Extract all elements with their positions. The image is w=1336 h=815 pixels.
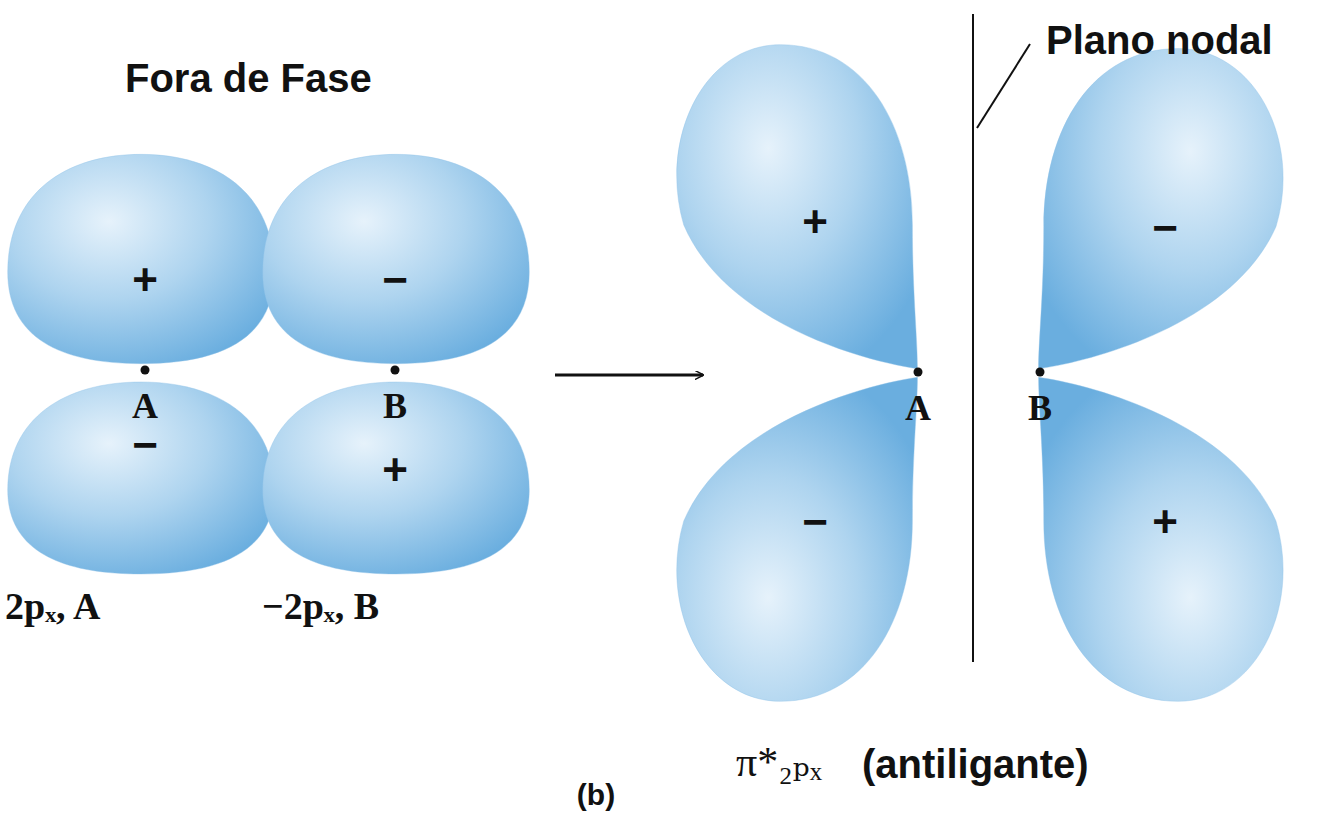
lobe-shape	[8, 154, 275, 363]
orbital-lobe: −	[666, 374, 920, 708]
orbital-lobe: −	[1036, 42, 1294, 372]
lobe-outline	[666, 374, 920, 708]
phase-sign: −	[382, 258, 408, 302]
nucleus-dot	[1036, 368, 1045, 377]
orbital-label: −2pₓ, B	[262, 587, 379, 625]
orbital-lobe: −	[260, 150, 532, 368]
lobe-shape	[677, 377, 918, 701]
nodal-plane-label: Plano nodal	[1046, 20, 1273, 60]
orbital-type-label: (antiligante)	[862, 744, 1089, 784]
phase-sign: −	[132, 423, 158, 467]
lobe-outline	[666, 38, 920, 372]
leader-line	[977, 44, 1030, 128]
panel-heading: Fora de Fase	[125, 58, 372, 98]
lobe-shape	[1039, 49, 1284, 369]
nucleus-dot	[914, 368, 923, 377]
orbital-symbol: π*₂ₚₓ	[736, 741, 822, 783]
nucleus-dot	[391, 366, 400, 375]
lobe-shape	[1039, 377, 1284, 701]
lobe-shape	[263, 154, 530, 363]
atom-label: A	[905, 390, 931, 426]
reaction-arrow	[555, 374, 703, 377]
atom-label: B	[1028, 390, 1052, 426]
phase-sign: −	[1152, 206, 1178, 250]
phase-sign: +	[1152, 500, 1178, 544]
orbital-lobe: +	[5, 150, 277, 368]
atom-label: B	[383, 388, 407, 424]
lobe-shape	[8, 382, 275, 574]
panel-letter: (b)	[577, 780, 615, 810]
orbital-label: 2pₓ, A	[5, 587, 100, 625]
lobe-shape	[263, 382, 530, 574]
nucleus-dot	[141, 366, 150, 375]
nodal-plane-line	[972, 14, 974, 662]
atom-label: A	[132, 388, 158, 424]
orbital-lobe: +	[666, 38, 920, 372]
phase-sign: +	[382, 448, 408, 492]
phase-sign: +	[802, 200, 828, 244]
orbital-lobe: +	[1036, 374, 1294, 708]
phase-sign: −	[802, 500, 828, 544]
phase-sign: +	[132, 258, 158, 302]
lobe-shape	[677, 45, 918, 369]
